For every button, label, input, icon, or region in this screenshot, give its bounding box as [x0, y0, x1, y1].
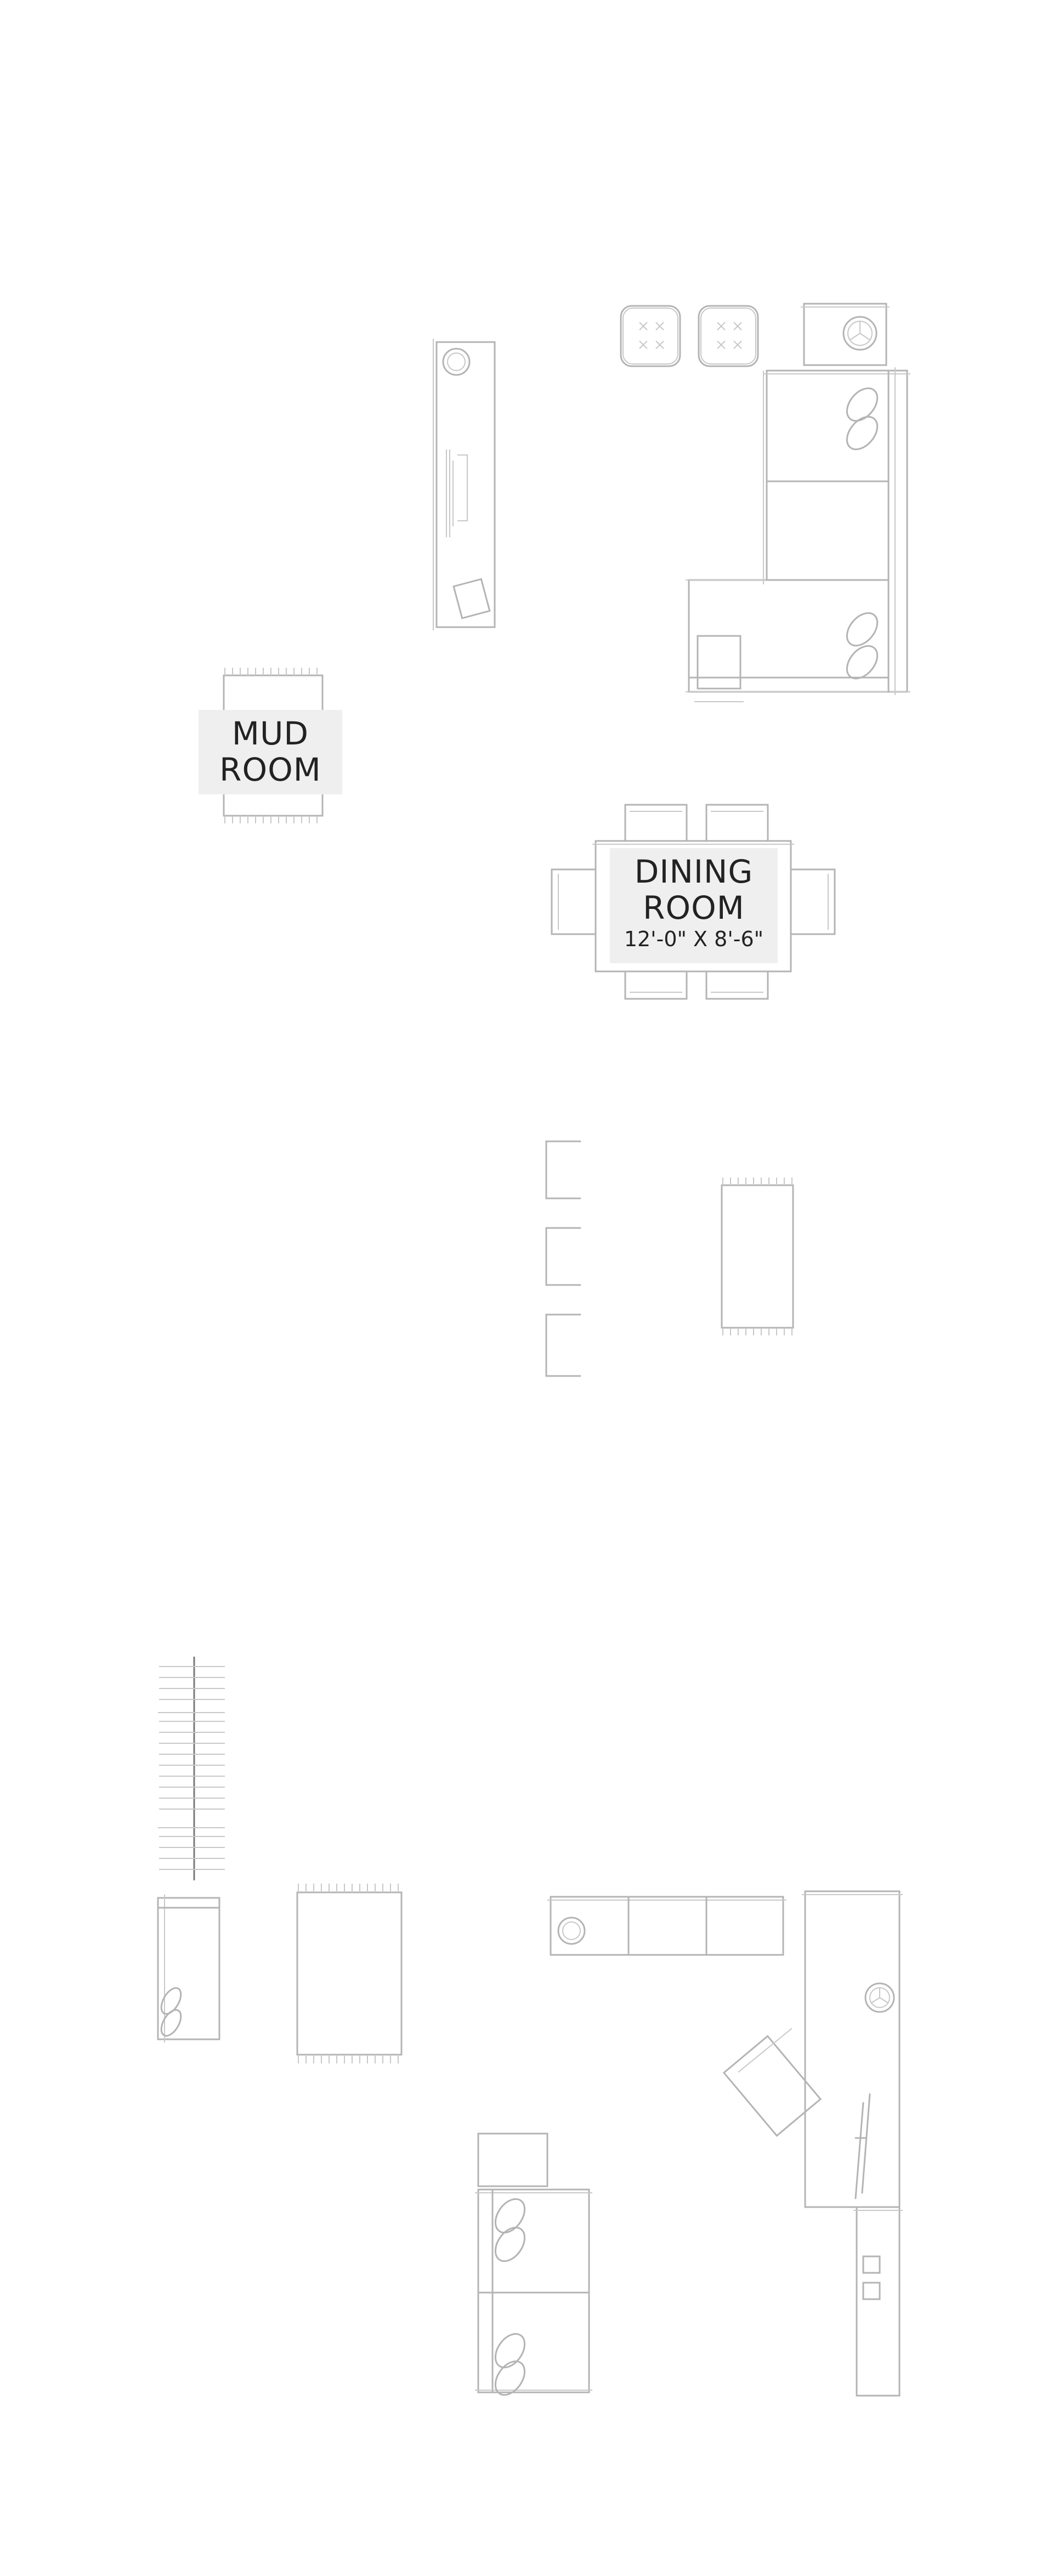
ottoman-icon [620, 305, 681, 367]
ottoman-icon [698, 305, 759, 367]
dining-room-name-line1: DINING [634, 853, 754, 890]
media-console-icon [433, 339, 496, 630]
rug-icon [296, 1884, 403, 2063]
closet-rod-icon [545, 1140, 581, 1377]
sofa-icon [686, 367, 910, 702]
closet-rod-icon [158, 1657, 225, 1880]
bed-icon [475, 2133, 592, 2396]
lamp-icon [801, 303, 890, 366]
dining-room-dimensions: 12'-0" X 8'-6" [624, 927, 764, 951]
dining-table-icon [551, 804, 836, 1000]
mud-room-name-line1: MUD [231, 715, 309, 752]
dining-room-name-line2: ROOM [643, 889, 745, 926]
armchair-icon [157, 1895, 220, 2043]
sink-icon [802, 1890, 903, 2208]
armchair-icon [722, 2028, 822, 2137]
toilet-icon [853, 2206, 903, 2397]
mud-room-label: MUD ROOM [199, 710, 342, 794]
mud-room-name-line2: ROOM [219, 751, 321, 788]
dining-room-label: DINING ROOM 12'-0" X 8'-6" [610, 848, 778, 963]
rug-icon [721, 1178, 794, 1335]
cooktop-icon [547, 1896, 786, 1956]
